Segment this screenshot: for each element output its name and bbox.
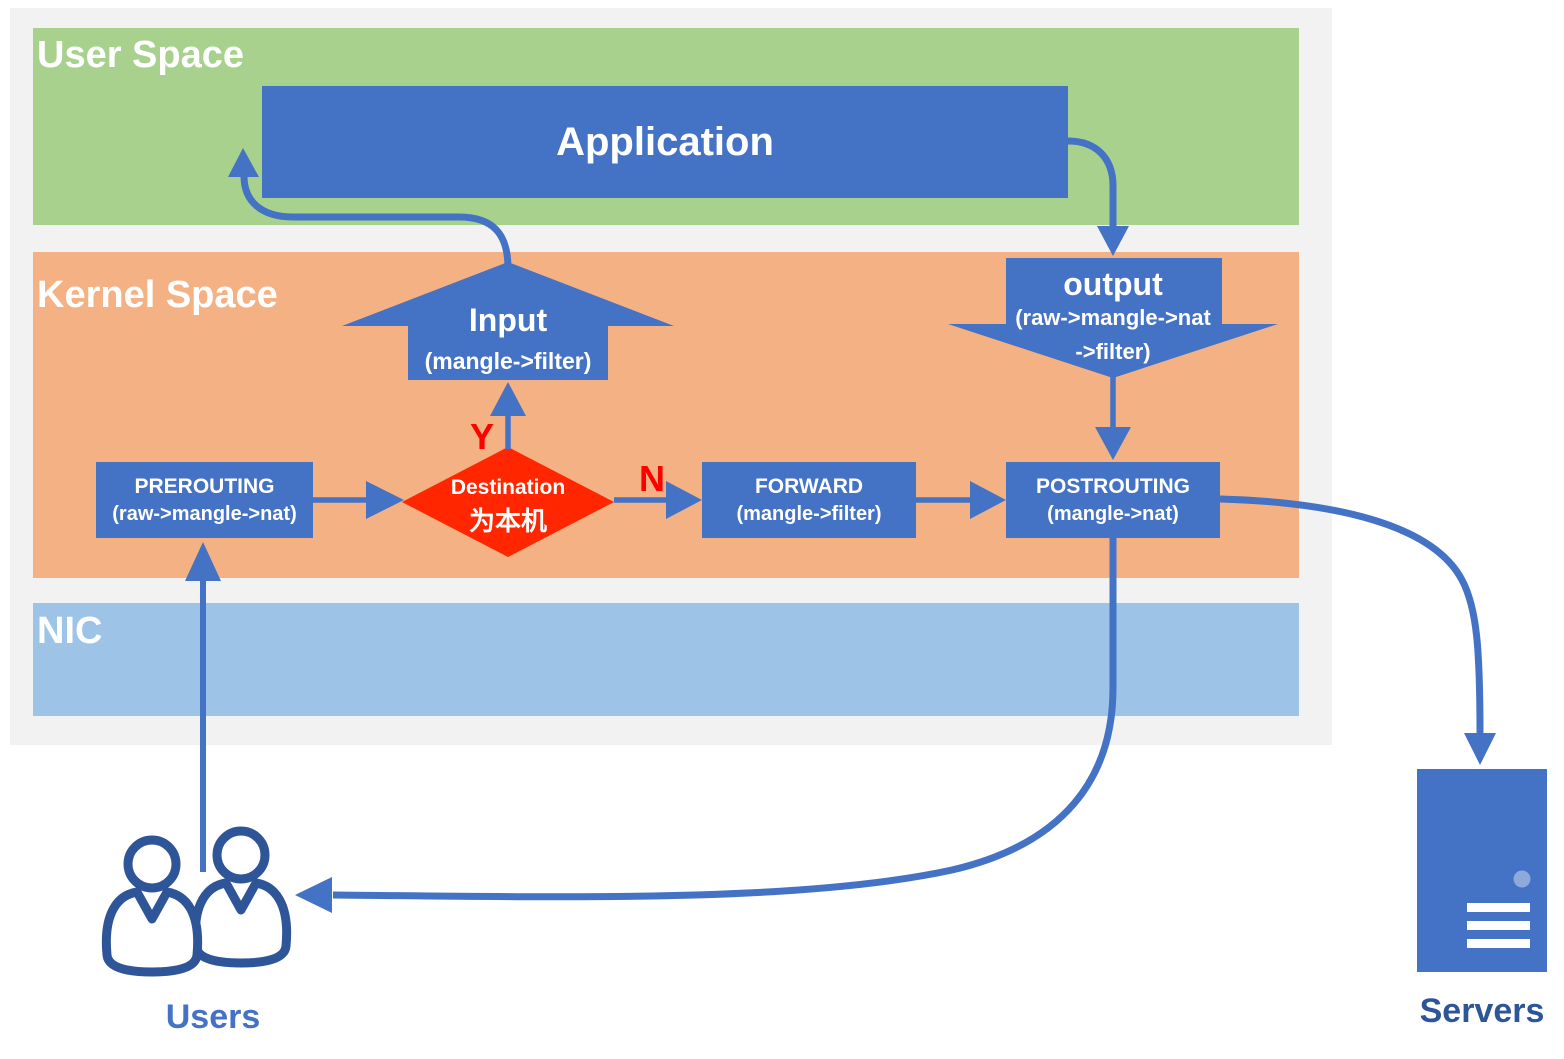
node-postrouting: POSTROUTING (mangle->nat): [1006, 462, 1220, 538]
region-nic: [33, 603, 1299, 716]
prerouting-label: PREROUTING: [134, 475, 275, 499]
decision-no-label: N: [639, 458, 665, 499]
input-block-arrow-shape: [342, 262, 674, 380]
destination-sublabel: 为本机: [468, 506, 547, 536]
output-chains-line1: (raw->mangle->nat: [1015, 305, 1211, 330]
forward-chains: (mangle->filter): [736, 502, 882, 525]
forward-label: FORWARD: [754, 475, 864, 499]
arrow-prerouting-to-destination: [313, 481, 404, 519]
node-forward: FORWARD (mangle->filter): [702, 462, 916, 538]
node-prerouting: PREROUTING (raw->mangle->nat): [96, 462, 313, 538]
node-application: Application: [262, 86, 1068, 198]
output-label: output: [1063, 266, 1163, 302]
application-label: Application: [556, 119, 774, 164]
server-icon: [1417, 769, 1547, 972]
output-chains-line2: ->filter): [1075, 339, 1151, 364]
users-label: Users: [165, 998, 261, 1036]
arrow-forward-to-postrouting: [916, 481, 1006, 519]
arrow-users-to-prerouting: [185, 542, 221, 872]
server-power-dot: [1513, 870, 1531, 888]
input-chains: (mangle->filter): [424, 348, 592, 374]
arrow-destination-to-forward: [614, 481, 702, 519]
input-label: Input: [468, 302, 548, 338]
destination-label: Destination: [450, 476, 566, 499]
nic-label: NIC: [37, 610, 103, 652]
kernel-space-label: Kernel Space: [37, 274, 278, 316]
postrouting-label: POSTROUTING: [1035, 475, 1190, 499]
arrow-input-to-application: [228, 148, 512, 269]
arrow-destination-to-input: [490, 382, 526, 449]
servers-label: Servers: [1419, 992, 1545, 1030]
arrow-postrouting-to-users: [295, 537, 1117, 913]
users-icon: [101, 826, 292, 977]
user-space-label: User Space: [37, 34, 245, 76]
arrow-output-to-postrouting: [1095, 376, 1131, 460]
arrow-postrouting-to-servers: [1219, 495, 1496, 765]
destination-decision-diamond: [402, 447, 614, 557]
postrouting-chains: (mangle->nat): [1047, 502, 1179, 525]
prerouting-chains: (raw->mangle->nat): [112, 502, 297, 525]
output-block-arrow-shape: [948, 258, 1278, 378]
decision-yes-label: Y: [469, 416, 494, 457]
arrow-application-to-output: [1067, 137, 1129, 256]
